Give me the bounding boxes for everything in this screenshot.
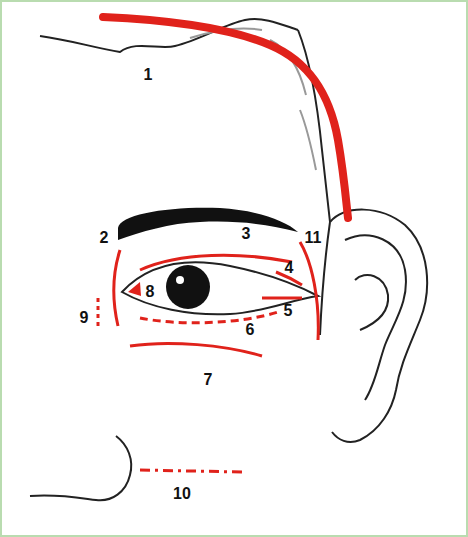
- eye-highlight: [176, 276, 184, 284]
- canthal-incision: [262, 297, 302, 300]
- upper-lid-incision: [140, 255, 292, 270]
- ear-concha: [355, 275, 388, 330]
- ear-helix: [345, 235, 406, 400]
- sublabial-incision: [140, 470, 242, 472]
- medial-canthus-mark: [128, 282, 141, 296]
- eyebrow: [118, 208, 298, 240]
- callout-number: 3: [242, 225, 251, 243]
- callout-number: 5: [284, 302, 293, 320]
- medial-dashed-incision: [97, 298, 100, 328]
- callout-number: 4: [285, 259, 294, 277]
- nose-outline: [30, 436, 131, 500]
- callout-number: 6: [246, 321, 255, 339]
- callout-number: 8: [146, 283, 155, 301]
- lower-lid-incision: [130, 343, 262, 356]
- iris: [166, 265, 210, 309]
- transconjunctival-incision: [140, 312, 278, 323]
- callout-number: 9: [80, 309, 89, 327]
- ear-outline: [330, 210, 427, 442]
- lateral-orbital-incision: [300, 242, 318, 340]
- callout-number: 7: [204, 371, 213, 389]
- callout-number: 1: [144, 66, 153, 84]
- sideburn-line: [320, 222, 330, 335]
- temple-line: [298, 30, 330, 222]
- coronal-incision: [103, 17, 348, 218]
- callout-number: 2: [100, 229, 109, 247]
- hair-strokes: [190, 28, 316, 170]
- medial-incision: [114, 250, 120, 326]
- callout-number: 10: [173, 485, 191, 503]
- callout-number: 11: [305, 229, 322, 247]
